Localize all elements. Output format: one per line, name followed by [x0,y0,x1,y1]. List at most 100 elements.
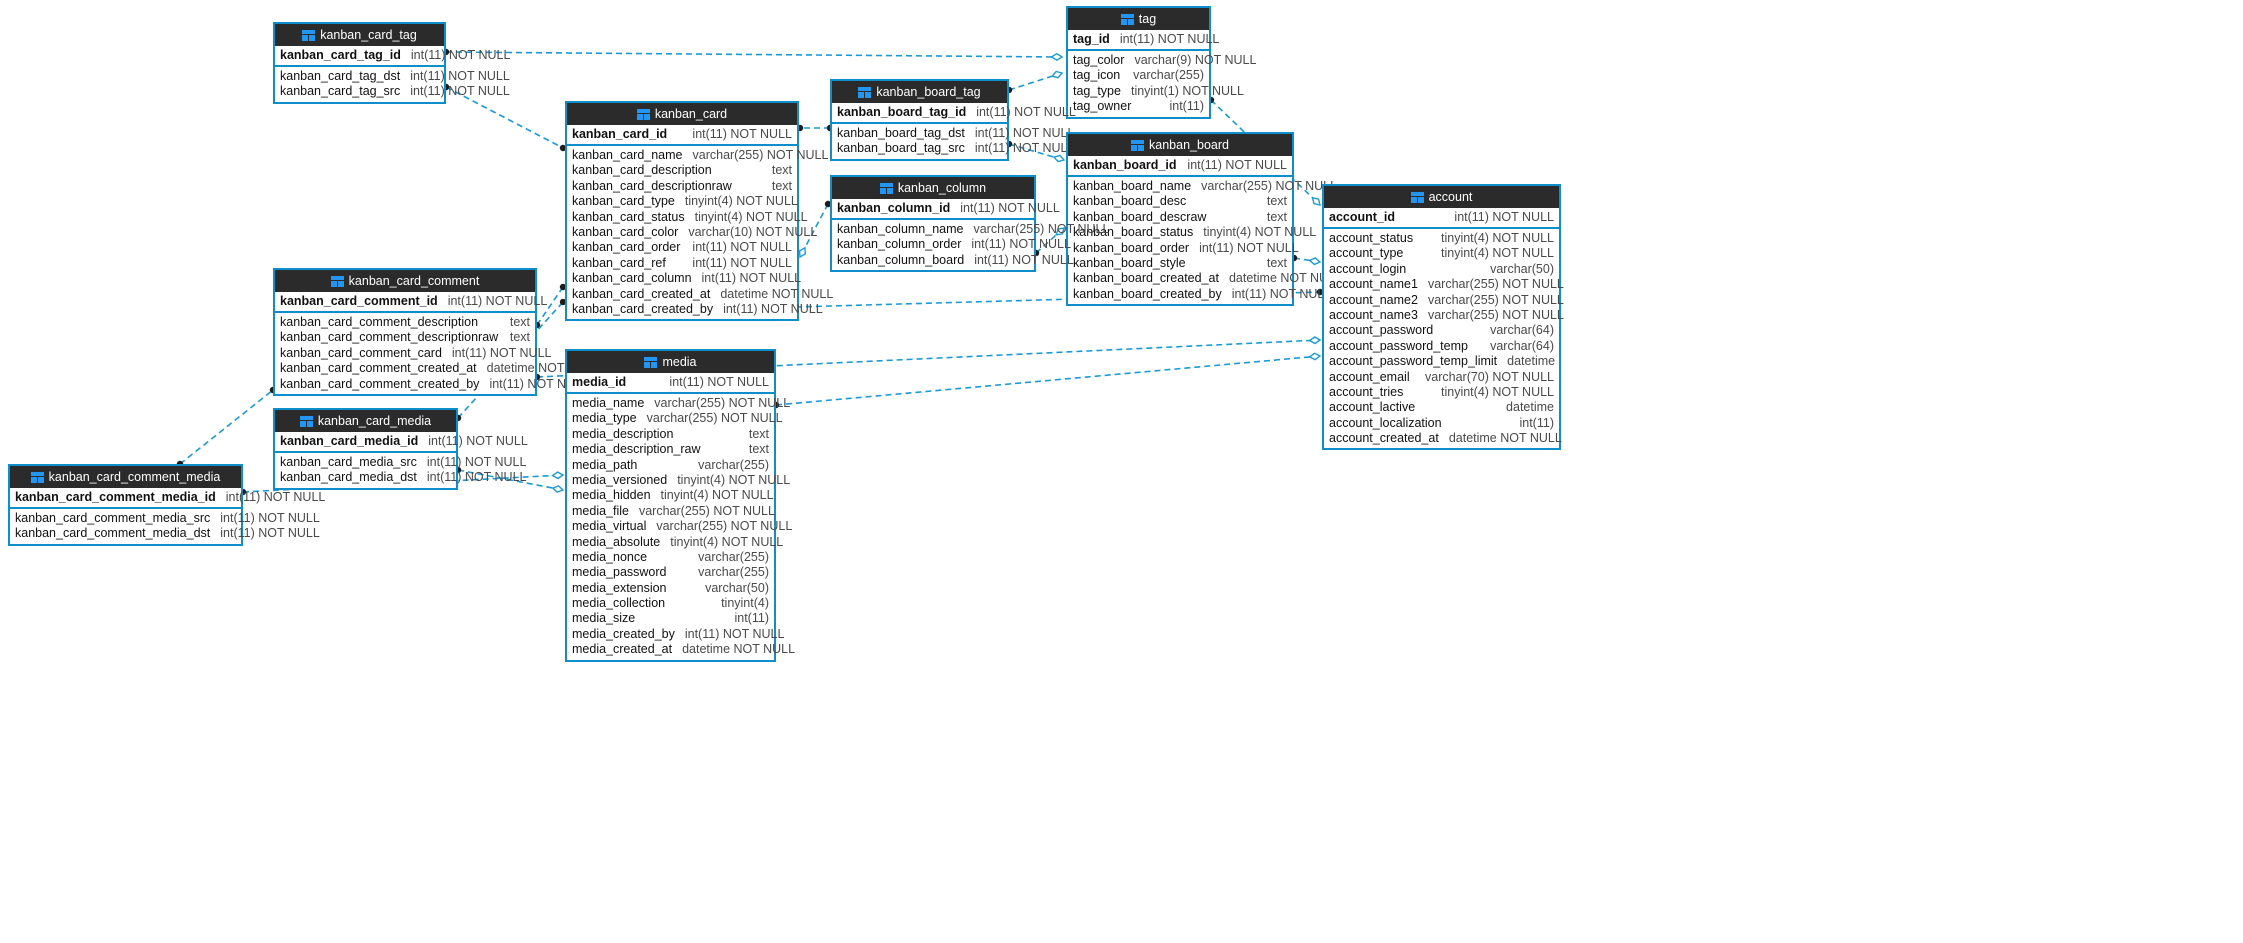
field-name: kanban_card_created_at [572,286,711,301]
field-type: tinyint(4) NOT NULL [684,194,798,209]
field-name: kanban_card_status [572,209,685,224]
field-type: int(11) NOT NULL [220,526,320,541]
field-name: account_status [1329,231,1414,245]
table-header-kanban_board: kanban_board [1068,134,1292,156]
table-header-media: media [567,351,774,373]
